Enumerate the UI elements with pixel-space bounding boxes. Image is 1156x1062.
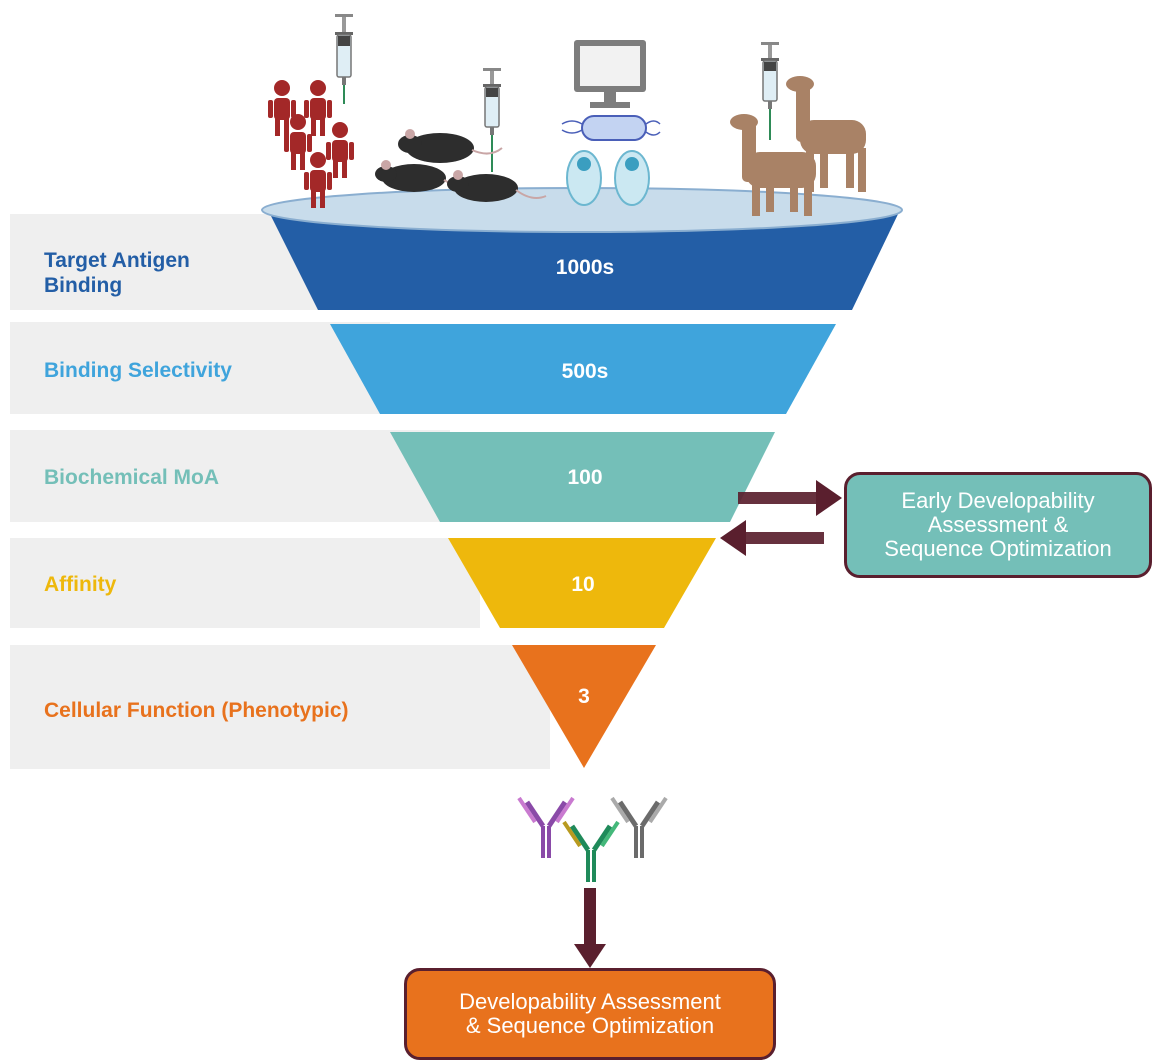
stage-band-cellular <box>10 645 550 769</box>
final-box-line-1: Developability Assessment <box>459 989 721 1014</box>
people-icon <box>268 80 354 208</box>
early-developability-box: Early Developability Assessment & Sequen… <box>844 472 1152 578</box>
stage-count-affinity: 10 <box>571 573 594 596</box>
early-box-line-1: Early Developability <box>901 488 1095 513</box>
stage-count-moa: 100 <box>567 466 602 489</box>
stage-label-target: Target Antigen Binding <box>44 249 190 297</box>
stage-count-selectivity: 500s <box>562 360 609 383</box>
funnel-segment-cellular <box>512 645 656 768</box>
final-box-line-2: & Sequence Optimization <box>465 1013 715 1038</box>
early-box-line-2: Assessment & <box>927 512 1069 537</box>
syringe-icon <box>761 42 779 140</box>
stage-label-moa: Biochemical MoA <box>44 466 220 489</box>
arrow-to-early-box <box>738 480 842 516</box>
stage-label-selectivity: Binding Selectivity <box>44 359 232 382</box>
llama-icon <box>730 76 866 216</box>
stage-band-affinity <box>10 538 480 628</box>
early-box-line-3: Sequence Optimization <box>884 536 1112 561</box>
stage-label-cellular: Cellular Function (Phenotypic) <box>44 699 349 722</box>
arrow-to-final-box <box>574 888 606 968</box>
funnel-segment-selectivity <box>330 324 836 414</box>
funnel-segment-moa <box>390 432 775 522</box>
bacterium-icon <box>561 115 661 141</box>
funnel-segment-target <box>268 210 900 310</box>
stage-band-selectivity <box>10 322 390 414</box>
syringe-icon <box>335 14 353 104</box>
mouse-icon <box>375 129 547 202</box>
stage-band-target <box>10 214 328 310</box>
stage-count-target: 1000s <box>556 256 614 279</box>
computer-icon <box>574 40 646 108</box>
stage-count-cellular: 3 <box>578 685 590 708</box>
cell-icon <box>566 150 650 206</box>
funnel-segment-affinity <box>448 538 716 628</box>
stage-band-moa <box>10 430 450 522</box>
syringe-icon <box>483 68 501 172</box>
final-developability-box: Developability Assessment & Sequence Opt… <box>404 968 776 1060</box>
stage-label-affinity: Affinity <box>44 573 117 596</box>
arrow-from-early-box <box>720 520 824 556</box>
antibody-icon <box>517 796 668 882</box>
